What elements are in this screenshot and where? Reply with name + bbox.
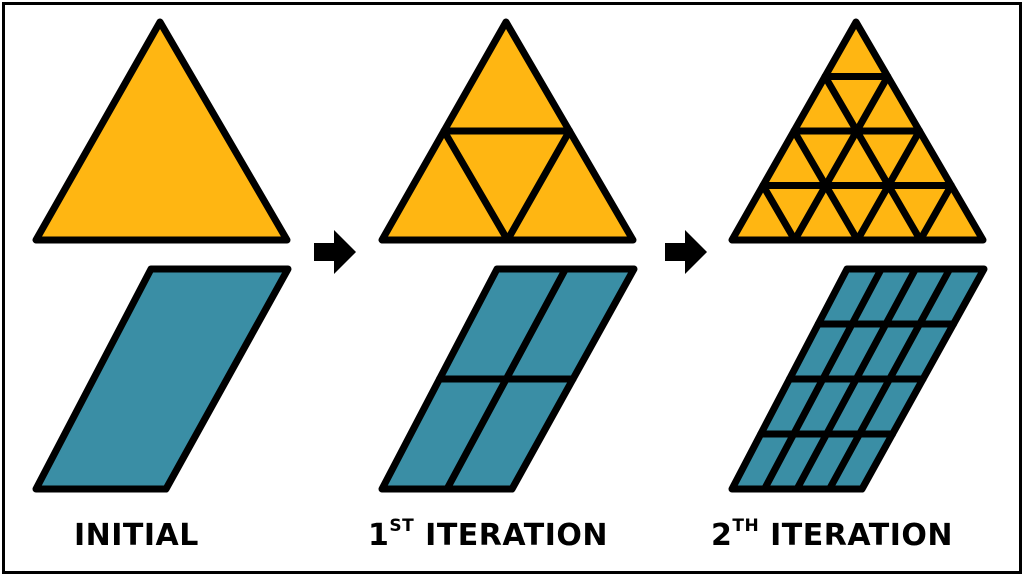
caption-first-ordinal: ST [389,516,415,536]
second-iteration-triangle [728,18,987,244]
stage-second-iteration [728,18,988,493]
triangle-grid-line [504,127,573,244]
stage-first-iteration [378,18,638,493]
triangle-shape [32,18,291,244]
caption-second-iteration: 2TH ITERATION [711,514,953,558]
caption-second-ordinal: TH [732,516,760,536]
first-iteration-triangle [378,18,637,244]
triangle-grid-line [791,73,892,244]
caption-second-number: 2 [711,518,733,553]
stage-initial [32,18,292,493]
caption-initial-text: INITIAL [74,518,199,553]
caption-initial: INITIAL [74,514,199,558]
caption-second-text: ITERATION [759,518,953,553]
triangle-grid-line [440,127,511,244]
initial-triangle [32,18,291,244]
caption-first-number: 1 [368,518,390,553]
parallelogram-shape [32,265,292,493]
caption-first-text: ITERATION [414,518,609,553]
triangle-grid-line [759,182,799,244]
right-arrow-icon [314,230,356,274]
right-arrow-icon [665,230,707,274]
first-iteration-parallelogram [378,265,638,493]
arrow-shape [314,230,356,274]
caption-first-iteration: 1ST ITERATION [368,514,608,558]
second-iteration-parallelogram [728,265,988,493]
initial-parallelogram [32,265,292,493]
triangle-grid-line [916,182,955,244]
arrow-shape [665,230,707,274]
triangle-grid-line [821,73,924,244]
